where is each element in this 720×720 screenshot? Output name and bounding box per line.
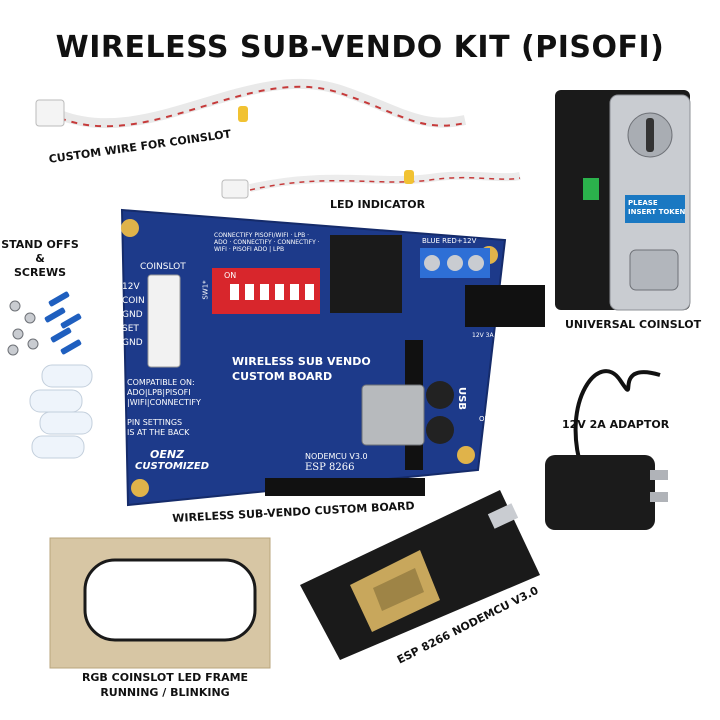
coin-acceptor (555, 90, 691, 311)
board-pin-list: 12V COIN GND SET GND (122, 280, 145, 350)
pin-label: 12V (122, 282, 140, 292)
label-rgb-frame-2: RUNNING / BLINKING (100, 686, 230, 699)
compatible-line: |WIFI|CONNECTIFY (127, 398, 201, 407)
sticker-line: INSERT TOKEN (628, 208, 686, 216)
esp-label: ESP 8266 (305, 462, 355, 473)
pin-label: SET (122, 324, 139, 334)
dip-label: CONNECTIFY (233, 239, 272, 246)
dip-sw-label: SW1* (201, 280, 210, 300)
on-label: ON (479, 415, 490, 423)
logo-top: OENZ (150, 448, 185, 461)
terminal-labels: BLUE RED+12V (422, 237, 476, 245)
logo-bottom: CUSTOMIZED (135, 461, 210, 472)
label-adaptor: 12V 2A ADAPTOR (562, 418, 670, 431)
custom-board (120, 208, 545, 507)
standoffs-and-screws (7, 291, 93, 459)
board-title-1: WIRELESS SUB VENDO (232, 355, 371, 368)
dip-label: ADO (214, 239, 228, 246)
coinslot-wire (35, 78, 467, 129)
power-label: 12V 3A UP (472, 332, 504, 339)
label-standoffs-3: SCREWS (13, 266, 67, 279)
label-led-indicator: LED INDICATOR (330, 198, 426, 211)
compatible-line: ADO|LPB|PISOFI (127, 388, 191, 397)
dip-label: WIFI (214, 246, 227, 253)
label-rgb-frame-1: RGB COINSLOT LED FRAME (81, 671, 249, 684)
pin-settings-line: IS AT THE BACK (127, 428, 190, 437)
led-indicator-wire (221, 170, 521, 199)
label-standoffs-2: & (35, 252, 45, 265)
compatible-line: COMPATIBLE ON: (127, 378, 195, 387)
label-universal-coinslot: UNIVERSAL COINSLOT (565, 318, 702, 331)
dip-label: CONNECTIFY PISOFI/WIFI (214, 232, 289, 239)
board-coinslot-header: COINSLOT (140, 262, 186, 272)
dip-label: CONNECTIFY (277, 239, 316, 246)
board-pin-settings: PIN SETTINGS IS AT THE BACK (127, 418, 189, 438)
dip-label: LPB (294, 232, 306, 239)
power-adaptor (545, 369, 668, 530)
terminal-12v-label: +12V (456, 237, 477, 245)
usb-label: USB (455, 387, 467, 410)
dip-labels: CONNECTIFY PISOFI/WIFI · LPB · ADO · CON… (214, 232, 320, 253)
page-title: WIRELESS SUB-VENDO KIT (PISOFI) (55, 30, 665, 65)
pin-label: GND (122, 338, 143, 348)
sticker-line: PLEASE (628, 199, 658, 207)
pin-label: COIN (122, 296, 145, 306)
pin-label: GND (122, 310, 143, 320)
label-standoffs-1: STAND OFFS (1, 238, 79, 251)
rgb-led-frame (49, 537, 271, 669)
terminal-red-label: RED (442, 237, 457, 245)
terminal-blue-label: BLUE (422, 237, 440, 245)
esp8266-module (300, 490, 540, 660)
node-label: NODEMCU V3.0 (305, 452, 368, 461)
board-title-2: CUSTOM BOARD (232, 370, 333, 383)
board-compatible: COMPATIBLE ON: ADO|LPB|PISOFI |WIFI|CONN… (127, 378, 201, 408)
dip-label: PISOFI ADO | LPB (232, 246, 285, 253)
pin-settings-line: PIN SETTINGS (127, 418, 183, 427)
dip-on-label: ON (224, 271, 237, 280)
coin-sticker: PLEASE INSERT TOKEN (628, 199, 685, 217)
